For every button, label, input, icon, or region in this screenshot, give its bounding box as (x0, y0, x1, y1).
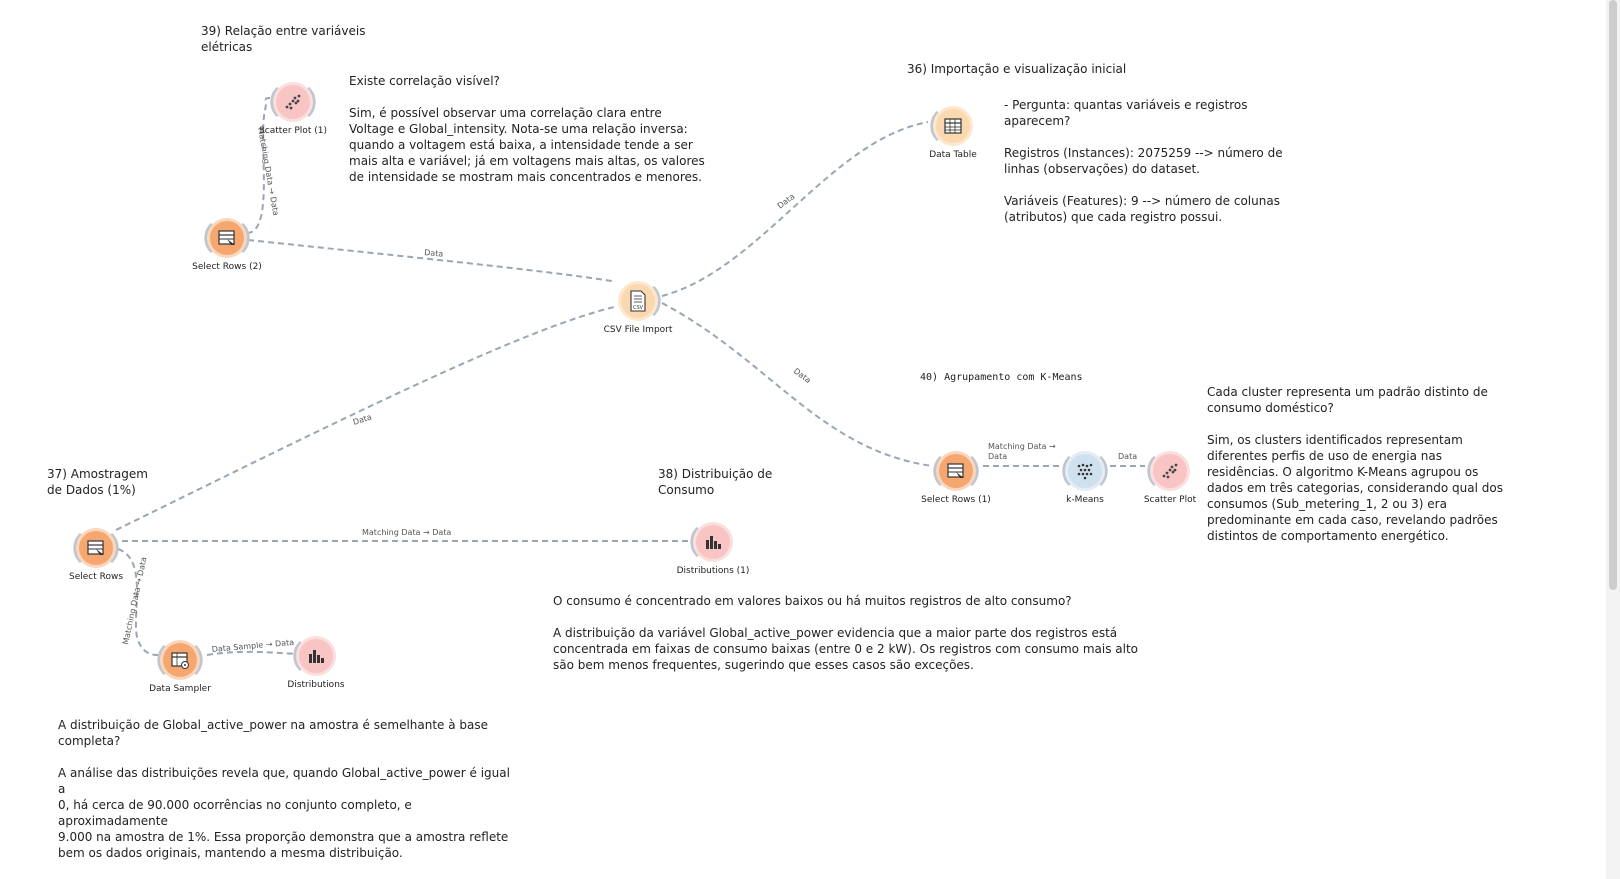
node-ring (270, 86, 316, 118)
node-ring (690, 526, 700, 558)
node-select-rows-2[interactable]: Select Rows (2) (182, 216, 272, 272)
distributions-icon (696, 525, 730, 559)
link-label-csv-datatable: Data (776, 192, 797, 211)
node-label: CSV File Import (603, 325, 673, 335)
node-icon-wrap: CSV (613, 279, 663, 323)
node-ring (73, 532, 119, 564)
node-label: Scatter Plot (1) (259, 126, 327, 136)
node-icon-wrap (928, 104, 978, 148)
node-icon-wrap (71, 526, 121, 570)
scatter-plot-icon (1153, 454, 1187, 488)
select-rows-icon (939, 454, 973, 488)
link-csv-datatable[interactable] (661, 121, 929, 297)
node-label: Select Rows (68, 572, 124, 582)
node-icon-wrap (1145, 449, 1195, 493)
link-csv-selectrows[interactable] (115, 306, 615, 531)
csv-file-icon: CSV (621, 284, 655, 318)
link-label-csv-sr2: Data (424, 248, 444, 259)
node-distributions[interactable]: Distributions (271, 634, 361, 690)
link-csv-sr1[interactable] (661, 302, 933, 467)
scrollbar-thumb[interactable] (1609, 0, 1617, 590)
select-rows-icon (79, 531, 113, 565)
node-data-sampler[interactable]: Data Sampler (135, 638, 225, 694)
node-k-means[interactable]: k-Means (1040, 449, 1130, 505)
link-csv-sr2[interactable] (247, 239, 613, 282)
note-36-body[interactable]: - Pergunta: quantas variáveis e registro… (1004, 98, 1283, 224)
link-label-csv-selectrows: Data (352, 412, 373, 426)
node-select-rows-1[interactable]: Select Rows (1) (911, 449, 1001, 505)
vertical-scrollbar[interactable] (1606, 0, 1620, 879)
note-39-title[interactable]: 39) Relação entre variáveis elétricas (201, 24, 366, 54)
node-ring (930, 110, 940, 142)
node-label: Distributions (1) (676, 566, 750, 576)
node-icon-wrap (688, 520, 738, 564)
node-ring (1062, 455, 1108, 487)
node-icon-wrap (202, 216, 252, 260)
link-sampler-dist[interactable] (206, 650, 297, 656)
node-label: Distributions (287, 680, 345, 690)
link-label-kmeans-scatter: Data (1118, 452, 1137, 461)
node-scatter-plot-1[interactable]: Scatter Plot (1) (248, 80, 338, 136)
note-38-body[interactable]: O consumo é concentrado em valores baixo… (553, 594, 1138, 672)
node-label: Scatter Plot (1143, 495, 1197, 505)
node-scatter-plot[interactable]: Scatter Plot (1125, 449, 1215, 505)
note-37-body[interactable]: A distribuição de Global_active_power na… (58, 718, 510, 860)
node-csv-file-import[interactable]: CSV CSV File Import (593, 279, 683, 335)
node-icon-wrap (268, 80, 318, 124)
select-rows-icon (210, 221, 244, 255)
note-38-title[interactable]: 38) Distribuição de Consumo (658, 467, 773, 497)
distributions-icon (299, 639, 333, 673)
link-label-sr1-kmeans: Matching Data →Data (988, 442, 1056, 461)
node-select-rows[interactable]: Select Rows (51, 526, 141, 582)
node-ring (293, 640, 303, 672)
link-label-csv-sr1: Data (792, 366, 813, 385)
link-label-sr2-scatter1: Matching Data → Data (256, 127, 280, 217)
data-sampler-icon (163, 643, 197, 677)
note-37-title[interactable]: 37) Amostragem de Dados (1%) (47, 467, 148, 497)
node-ring (204, 222, 250, 254)
node-icon-wrap (155, 638, 205, 682)
note-40-title[interactable]: 40) Agrupamento com K-Means (920, 372, 1083, 383)
csv-icon-text: CSV (633, 305, 644, 311)
node-data-table[interactable]: Data Table (908, 104, 998, 160)
link-selectrows-sampler[interactable] (117, 548, 159, 656)
node-ring (651, 285, 661, 317)
node-distributions-1[interactable]: Distributions (1) (668, 520, 758, 576)
node-label: Select Rows (2) (192, 262, 262, 272)
k-means-icon (1068, 454, 1102, 488)
node-icon-wrap (1060, 449, 1110, 493)
node-label: Select Rows (1) (921, 495, 991, 505)
node-label: k-Means (1066, 495, 1104, 505)
note-36-title[interactable]: 36) Importação e visualização inicial (907, 62, 1127, 76)
node-icon-wrap (291, 634, 341, 678)
node-ring (933, 455, 979, 487)
node-ring (1147, 455, 1157, 487)
node-label: Data Table (929, 150, 977, 160)
link-label-selectrows-dist1: Matching Data → Data (362, 528, 451, 537)
scatter-plot-icon (276, 85, 310, 119)
link-sr2-scatter1[interactable] (246, 97, 271, 234)
node-ring (157, 644, 203, 676)
data-table-icon (936, 109, 970, 143)
node-label: Data Sampler (149, 684, 211, 694)
node-icon-wrap (931, 449, 981, 493)
note-40-body[interactable]: Cada cluster representa um padrão distin… (1207, 385, 1503, 543)
note-39-body[interactable]: Existe correlação visível? Sim, é possív… (349, 74, 705, 184)
